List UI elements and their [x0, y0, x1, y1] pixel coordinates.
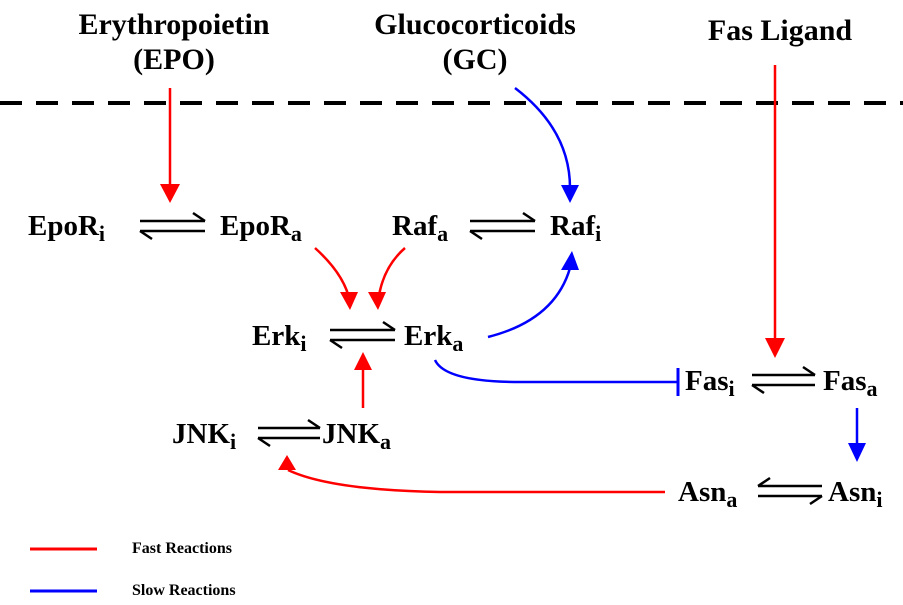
node-asn-i: Asni — [828, 476, 883, 512]
node-raf-a: Rafa — [392, 210, 449, 246]
fas-to-asn-arrowhead — [848, 443, 866, 462]
erk-equilibrium-arrows — [329, 320, 396, 350]
erk-inhibits-fas-line — [433, 359, 678, 384]
asn-equilibrium-arrows — [757, 476, 823, 506]
gc-label: Glucocorticoids (GC) — [355, 8, 595, 77]
node-epor-i: EpoRi — [28, 210, 106, 246]
epo-to-epor-arrowhead — [160, 184, 180, 203]
erk-to-raf-arrow — [487, 267, 572, 339]
asn-to-jnk-arrow — [287, 468, 665, 494]
epor-equilibrium-arrows — [139, 211, 206, 241]
fasl-to-fas-arrowhead — [765, 338, 785, 358]
gc-label-line1: Glucocorticoids — [374, 8, 576, 41]
gc-label-line2: (GC) — [442, 42, 508, 76]
epo-label: Erythropoietin (EPO) — [44, 8, 304, 77]
node-jnk-i: JNKi — [172, 418, 237, 454]
node-fas-a: Fasa — [823, 365, 878, 401]
gc-to-raf-arrowhead — [561, 185, 579, 203]
raf-to-erk-arrowhead — [368, 292, 386, 310]
node-epor-a: EpoRa — [220, 210, 302, 246]
erk-to-raf-arrowhead — [561, 251, 579, 270]
node-jnk-a: JNKa — [322, 418, 391, 454]
legend-fast-label: Fast Reactions — [132, 540, 232, 557]
node-fas-i: Fasi — [685, 365, 735, 401]
legend-slow-label: Slow Reactions — [132, 582, 236, 599]
jnk-equilibrium-arrows — [257, 418, 321, 448]
fas-equilibrium-arrows — [751, 365, 816, 395]
node-erk-a: Erka — [404, 320, 464, 356]
epo-label-line2: (EPO) — [133, 42, 215, 76]
epo-label-line1: Erythropoietin — [78, 8, 270, 41]
node-asn-a: Asna — [678, 476, 738, 512]
gc-to-raf-arrow — [514, 87, 572, 189]
raf-equilibrium-arrows — [469, 211, 536, 241]
node-raf-i: Rafi — [550, 210, 602, 246]
epor-to-erk-arrowhead — [340, 292, 358, 310]
node-erk-i: Erki — [252, 320, 307, 356]
jnk-to-erk-arrowhead — [354, 352, 372, 370]
asn-to-jnk-arrowhead — [278, 455, 296, 470]
fas-ligand-text: Fas Ligand — [707, 14, 853, 47]
fas-ligand-label: Fas Ligand — [680, 14, 880, 49]
